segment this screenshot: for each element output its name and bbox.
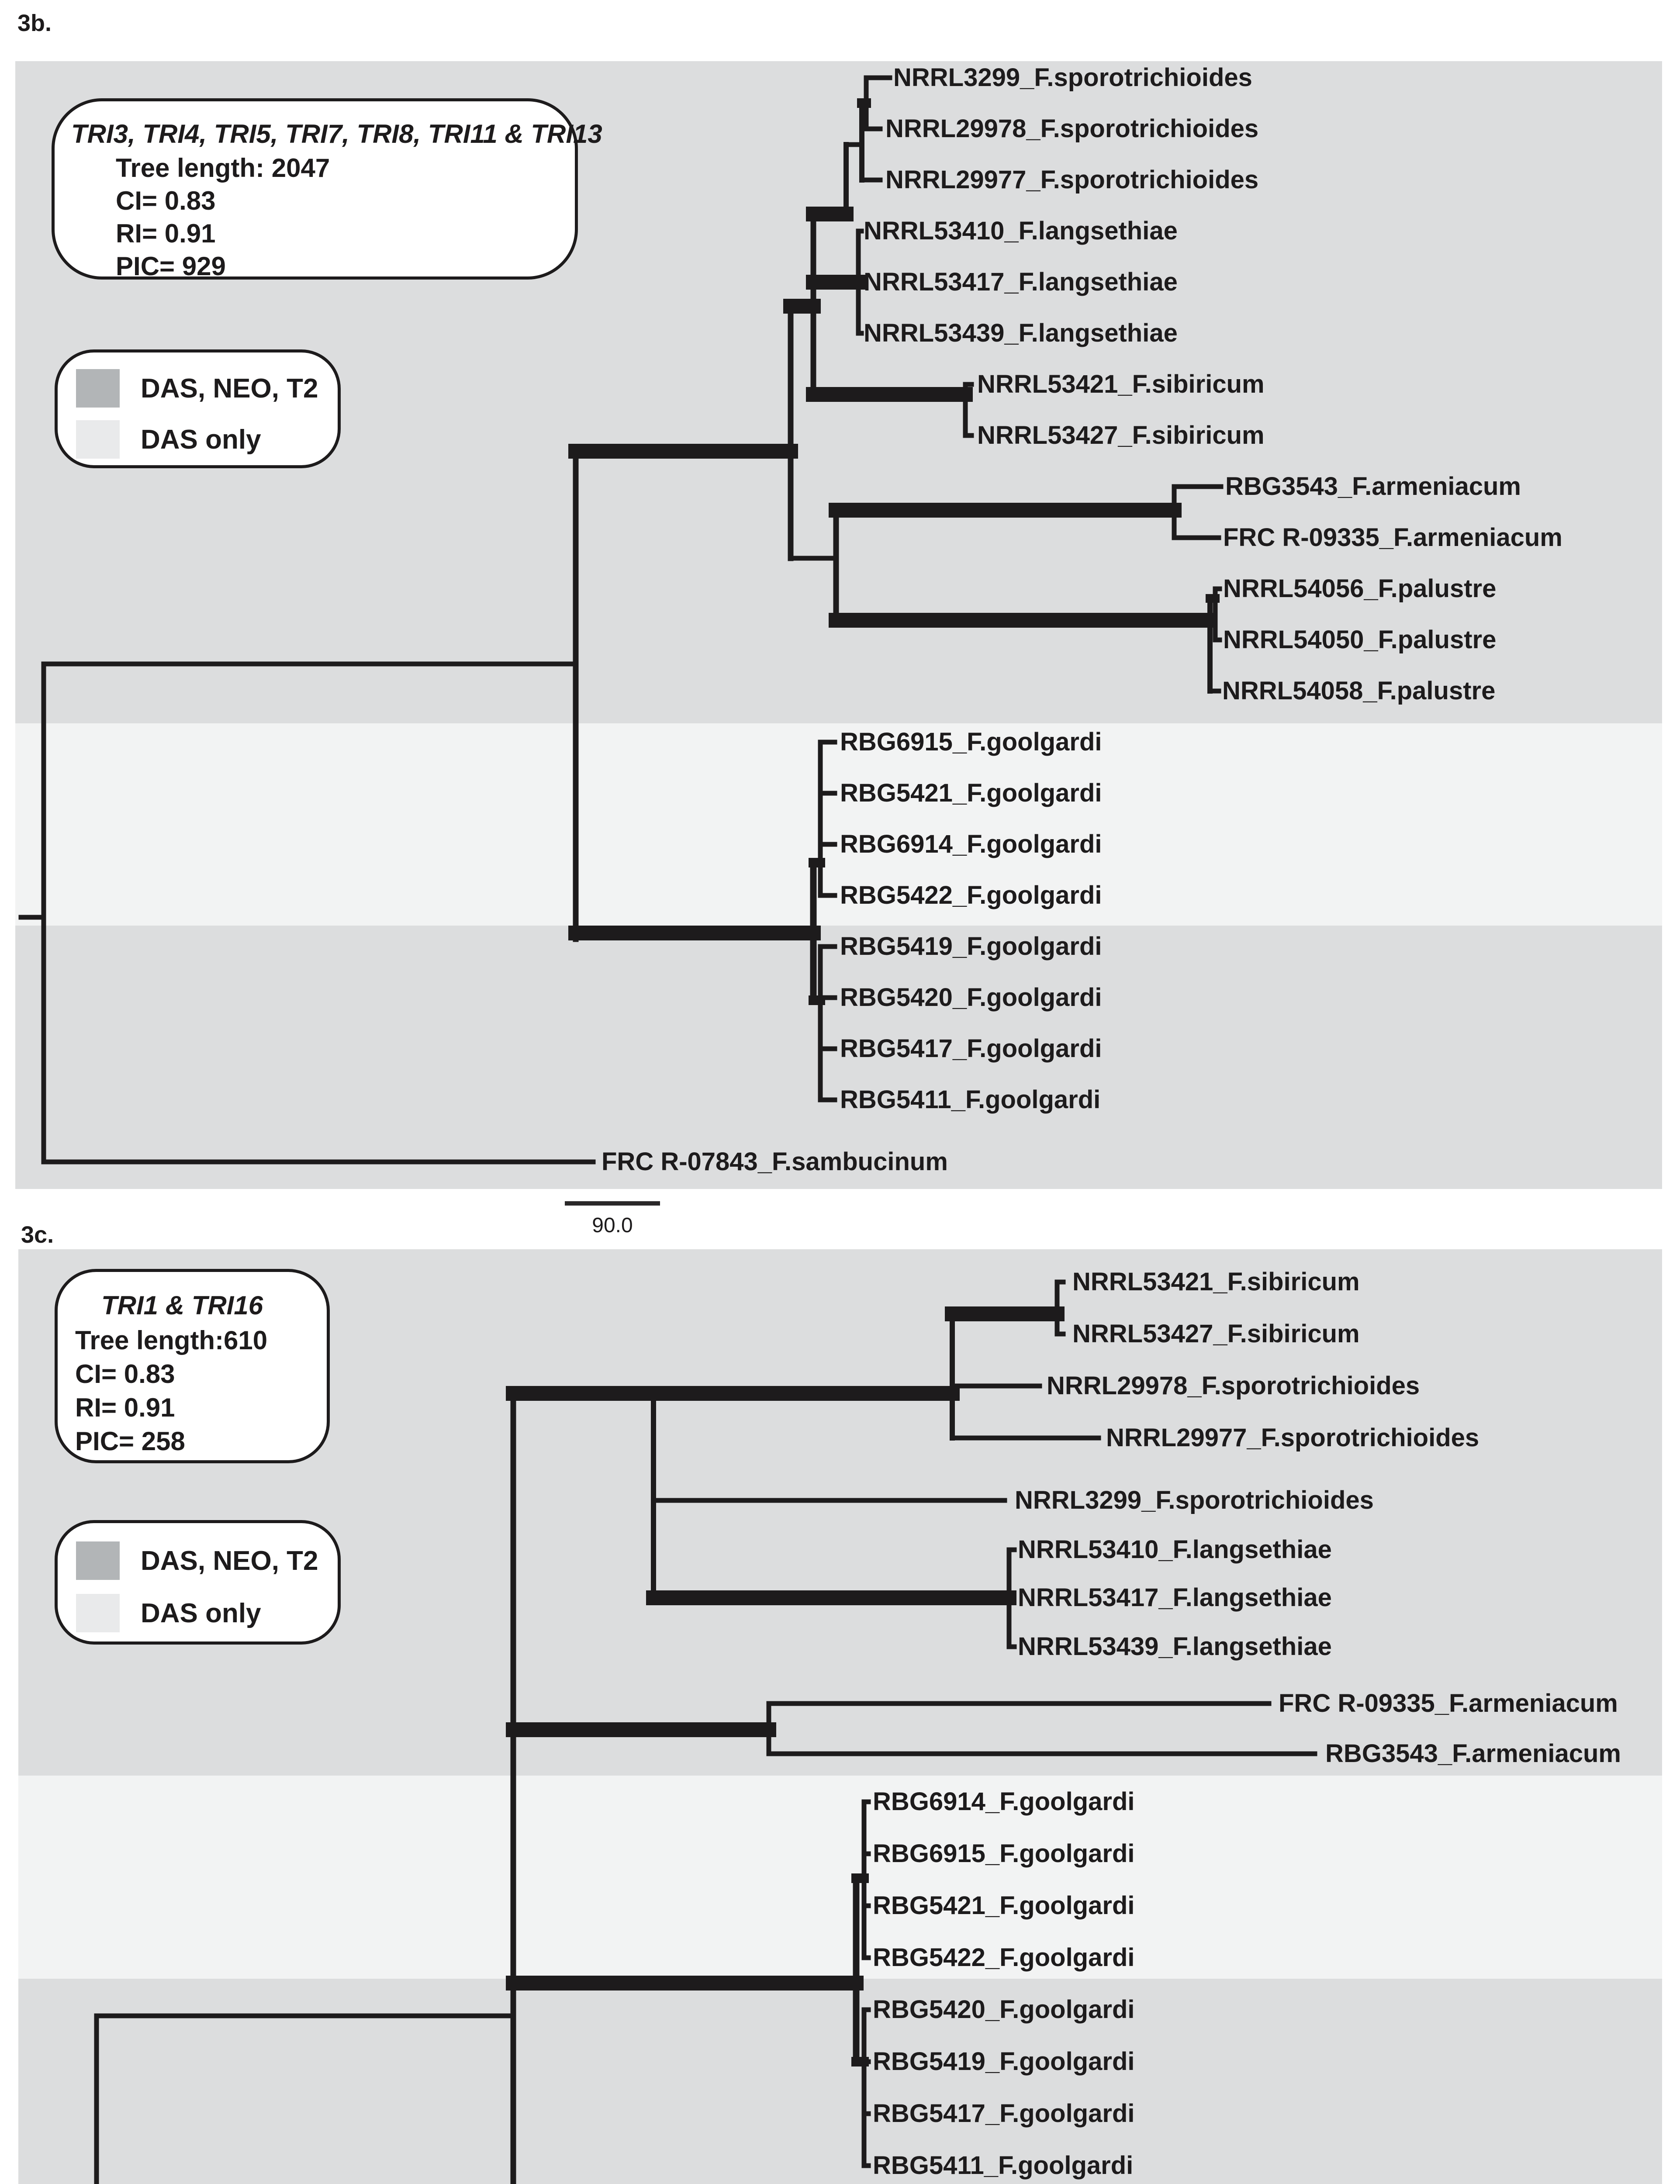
das-only-swatch (76, 420, 120, 459)
taxon-label: NRRL53421_F.sibiricum (977, 370, 1265, 398)
taxon-label: NRRL53417_F.langsethiae (1018, 1583, 1332, 1612)
legend-item: DAS, NEO, T2 (76, 1541, 318, 1580)
legend-item: DAS only (76, 1594, 261, 1632)
panel-3c-info-box: TRI1 & TRI16 Tree length:610 CI= 0.83 RI… (55, 1269, 330, 1463)
taxon-label: RBG5422_F.goolgardi (873, 1943, 1135, 1972)
info-line: RI= 0.91 (75, 1393, 175, 1422)
panel-3b-legend: DAS, NEO, T2 DAS only (55, 349, 341, 468)
taxon-label: NRRL54058_F.palustre (1222, 677, 1496, 705)
legend-label: DAS, NEO, T2 (141, 373, 318, 404)
panel-3c-tag: 3c. (21, 1222, 54, 1248)
taxon-label: NRRL53427_F.sibiricum (1072, 1320, 1360, 1348)
info-title: TRI1 & TRI16 (101, 1291, 263, 1320)
taxon-label: FRC R-07843_F.sambucinum (601, 1147, 948, 1176)
taxon-label: NRRL29977_F.sporotrichioides (885, 166, 1259, 194)
taxon-label: NRRL54050_F.palustre (1223, 625, 1497, 654)
das-neo-t2-swatch (76, 1541, 120, 1580)
legend-item: DAS only (76, 420, 261, 459)
das-neo-t2-swatch (76, 369, 120, 408)
taxon-label: RBG6915_F.goolgardi (873, 1839, 1135, 1868)
legend-label: DAS, NEO, T2 (141, 1545, 318, 1576)
taxon-label: NRRL3299_F.sporotrichioides (1015, 1486, 1374, 1514)
info-line: Tree length:610 (75, 1326, 268, 1355)
taxon-label: RBG5420_F.goolgardi (873, 1995, 1135, 2024)
scale-bar-value: 90.0 (592, 1214, 633, 1237)
taxon-label: NRRL53439_F.langsethiae (1018, 1632, 1332, 1661)
scale-bar-line (565, 1201, 660, 1206)
legend-label: DAS only (141, 1598, 261, 1628)
panel-3b-das-only-band (15, 723, 1662, 926)
taxon-label: RBG5422_F.goolgardi (840, 881, 1102, 909)
taxon-label: NRRL29977_F.sporotrichioides (1106, 1424, 1480, 1452)
info-line: CI= 0.83 (116, 186, 216, 215)
panel-3c-legend: DAS, NEO, T2 DAS only (55, 1520, 341, 1645)
taxon-label: RBG6914_F.goolgardi (873, 1787, 1135, 1816)
info-line: CI= 0.83 (75, 1359, 175, 1389)
taxon-label: FRC R-09335_F.armeniacum (1279, 1689, 1618, 1717)
taxon-label: RBG6914_F.goolgardi (840, 830, 1102, 858)
taxon-label: NRRL53410_F.langsethiae (1018, 1535, 1332, 1564)
taxon-label: RBG5421_F.goolgardi (873, 1891, 1135, 1920)
legend-label: DAS only (141, 424, 261, 455)
taxon-label: RBG5419_F.goolgardi (840, 932, 1102, 961)
panel-3b-info-box: TRI3, TRI4, TRI5, TRI7, TRI8, TRI11 & TR… (52, 98, 602, 281)
taxon-label: RBG3543_F.armeniacum (1225, 472, 1521, 501)
das-only-swatch (76, 1594, 120, 1632)
taxon-label: NRRL53417_F.langsethiae (864, 268, 1178, 296)
panel-3c-das-only-band (18, 1776, 1662, 1979)
taxon-label: NRRL53410_F.langsethiae (864, 217, 1178, 245)
taxon-label: FRC R-09335_F.armeniacum (1223, 523, 1562, 552)
taxon-label: RBG5417_F.goolgardi (873, 2099, 1135, 2128)
taxon-label: RBG5419_F.goolgardi (873, 2047, 1135, 2076)
taxon-label: RBG5421_F.goolgardi (840, 779, 1102, 807)
info-line: Tree length: 2047 (116, 153, 330, 183)
taxon-label: RBG3543_F.armeniacum (1325, 1739, 1621, 1768)
taxon-label: NRRL53427_F.sibiricum (977, 421, 1265, 449)
taxon-label: NRRL3299_F.sporotrichioides (893, 63, 1252, 92)
panel-3b-tag: 3b. (17, 10, 52, 36)
taxon-label: RBG6915_F.goolgardi (840, 728, 1102, 756)
taxon-label: RBG5417_F.goolgardi (840, 1034, 1102, 1063)
taxon-label: NRRL53421_F.sibiricum (1072, 1268, 1360, 1296)
info-line: PIC= 258 (75, 1427, 185, 1456)
taxon-label: RBG5411_F.goolgardi (873, 2151, 1134, 2180)
legend-item: DAS, NEO, T2 (76, 369, 318, 408)
taxon-label: RBG5420_F.goolgardi (840, 983, 1102, 1012)
taxon-label: NRRL53439_F.langsethiae (864, 319, 1178, 347)
info-title: TRI3, TRI4, TRI5, TRI7, TRI8, TRI11 & TR… (71, 119, 602, 149)
info-line: RI= 0.91 (116, 219, 216, 248)
taxon-label: NRRL54056_F.palustre (1223, 574, 1497, 603)
info-line: PIC= 929 (116, 252, 226, 281)
taxon-label: NRRL29978_F.sporotrichioides (885, 114, 1259, 143)
taxon-label: NRRL29978_F.sporotrichioides (1047, 1372, 1420, 1400)
taxon-label: RBG5411_F.goolgardi (840, 1085, 1101, 1114)
